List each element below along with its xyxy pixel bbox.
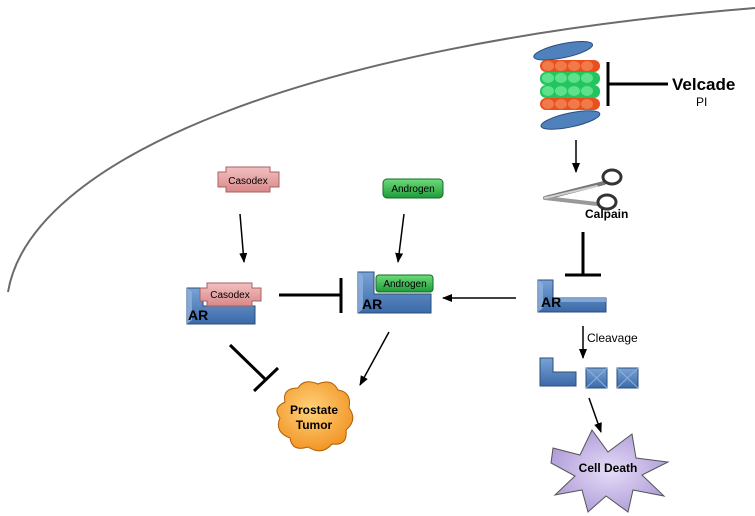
tumor-blob-icon [276, 381, 354, 452]
cell-death-label: Cell Death [579, 461, 638, 475]
arrow-androgen-to-ar [395, 213, 405, 263]
prostate-tumor-label-line2: Tumor [296, 418, 333, 432]
starburst-icon [550, 429, 670, 513]
ar-androgen-complex [357, 271, 434, 314]
androgen-bound-label: Androgen [383, 279, 426, 290]
arrow-casodex-to-ar [239, 213, 248, 263]
fragment-square-1 [585, 367, 608, 389]
inhibition-left-ar-to-tumor [228, 343, 280, 393]
receptor-l-icon [537, 279, 607, 313]
ar-casodex-complex [186, 282, 262, 325]
pi-label: PI [696, 95, 707, 109]
androgen-ligand [382, 178, 444, 199]
prostate-tumor-label-line1: Prostate [290, 403, 338, 417]
ar-middle-label: AR [362, 296, 382, 312]
calpain-label: Calpain [585, 207, 628, 221]
calpain-inhibition [565, 232, 601, 277]
arrow-middle-ar-to-tumor [359, 331, 390, 386]
casodex-bound-label: Casodex [210, 290, 249, 301]
casodex-drug [217, 166, 280, 193]
cleaved-fragments [539, 357, 639, 389]
ar-right-label: AR [541, 294, 561, 310]
scissors-icon [543, 168, 623, 211]
proteasome-rings [540, 60, 600, 110]
arrow-to-cell-death [588, 397, 602, 433]
velcade-label: Velcade [672, 75, 735, 94]
casodex-drug-label: Casodex [228, 176, 267, 187]
cell-membrane [7, 7, 755, 293]
velcade-inhibition [606, 62, 668, 106]
proteasome-icon [533, 40, 601, 130]
inhibition-left-ar-to-middle-ar [279, 278, 343, 313]
ar-left-label: AR [188, 307, 208, 323]
androgen-ligand-label: Androgen [391, 184, 434, 195]
cleavage-label: Cleavage [587, 331, 638, 345]
fragment-square-2 [616, 367, 639, 389]
